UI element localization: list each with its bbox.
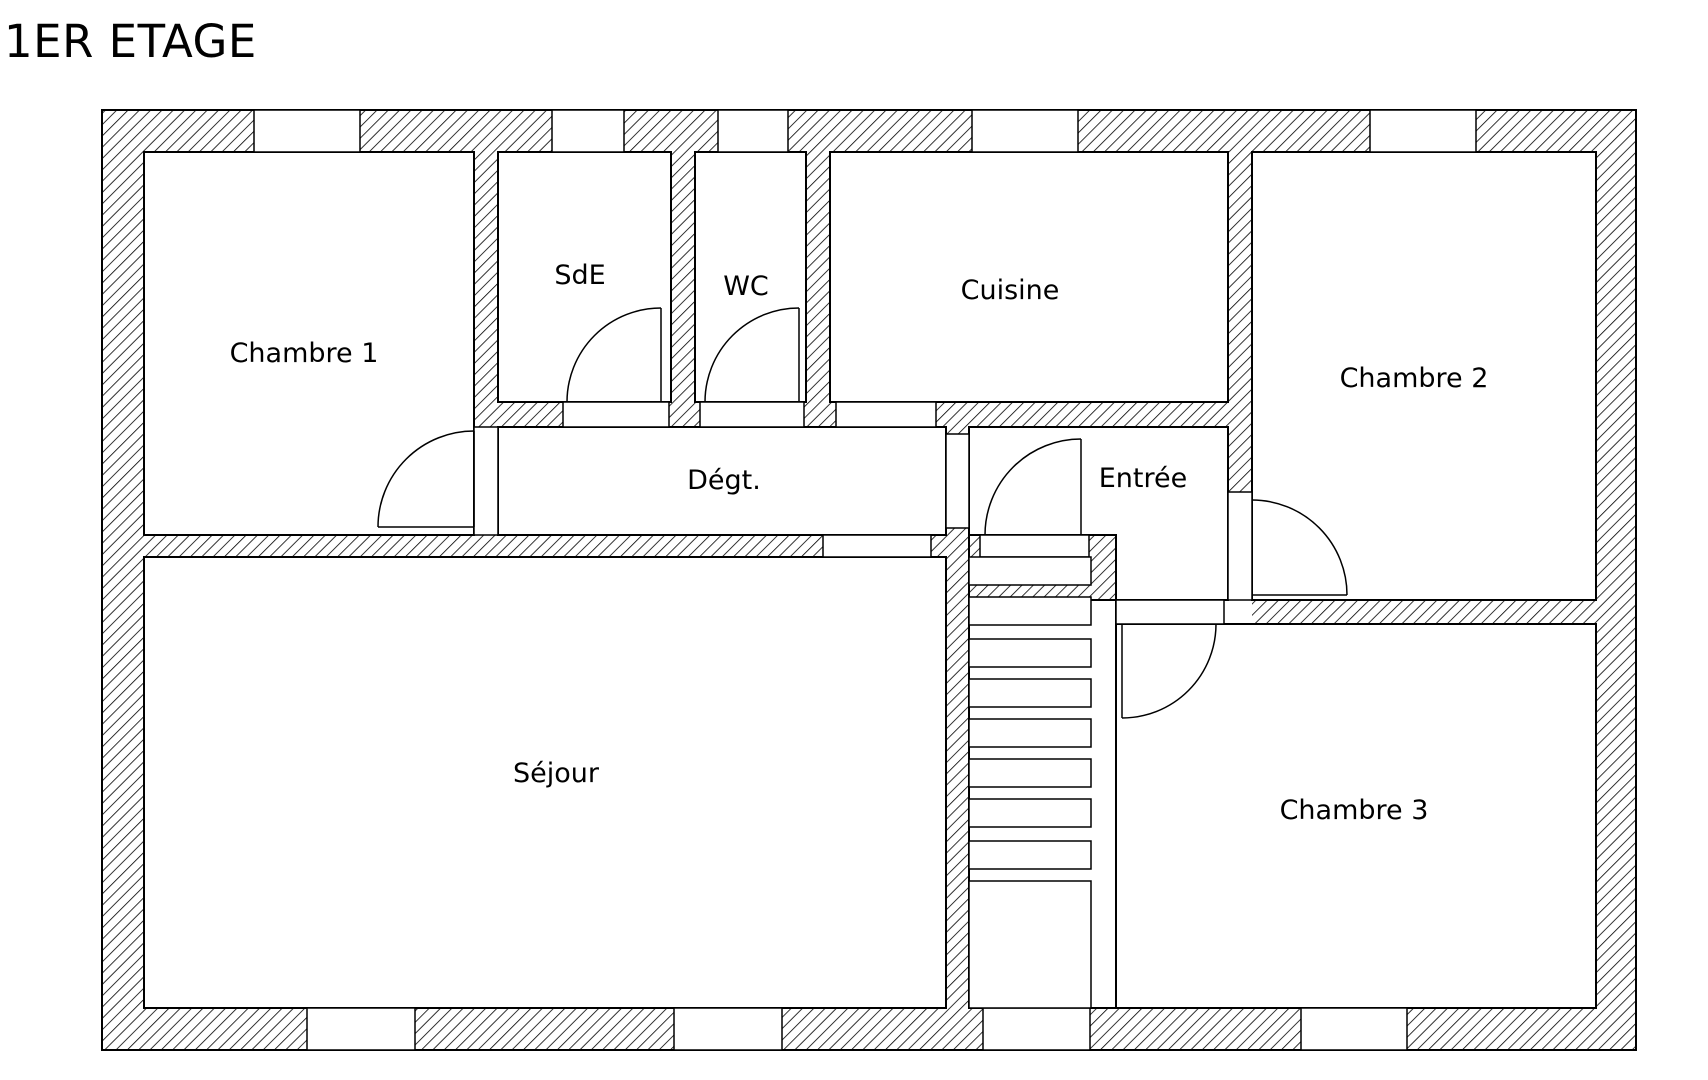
stair-tread xyxy=(968,840,1092,870)
window-chambre-2 xyxy=(1369,109,1477,153)
opening-chambre-1 xyxy=(473,426,499,536)
door-openings xyxy=(473,401,1253,625)
label-sejour: Séjour xyxy=(513,758,600,789)
windows xyxy=(253,109,1477,1051)
window-sejour-1 xyxy=(306,1007,416,1051)
stair-tread xyxy=(968,798,1092,828)
door-chambre-3 xyxy=(1121,623,1217,719)
window-wc xyxy=(717,109,789,153)
page-title: 1ER ETAGE xyxy=(4,15,257,68)
door-entree xyxy=(984,438,1082,536)
window-chambre-3 xyxy=(1300,1007,1408,1051)
outer-wall xyxy=(101,109,1637,1051)
room-sejour xyxy=(143,556,947,1009)
label-sde: SdE xyxy=(554,260,605,291)
label-chambre-3: Chambre 3 xyxy=(1280,795,1429,826)
stair-tread xyxy=(968,678,1092,708)
label-chambre-2: Chambre 2 xyxy=(1340,363,1489,394)
label-chambre-1: Chambre 1 xyxy=(230,338,379,369)
label-entree: Entrée xyxy=(1099,463,1188,494)
stair-tread xyxy=(968,596,1092,626)
stair-tread xyxy=(968,638,1092,668)
entry-opening-bottom xyxy=(982,1007,1091,1051)
window-sejour-2 xyxy=(673,1007,783,1051)
door-chambre-2 xyxy=(1251,499,1348,596)
opening-chambre-3 xyxy=(1115,599,1225,625)
label-cuisine: Cuisine xyxy=(961,275,1060,306)
window-cuisine xyxy=(971,109,1079,153)
room-outlines xyxy=(143,151,1597,1009)
label-degt: Dégt. xyxy=(687,465,761,496)
opening-entree-stairs xyxy=(979,534,1090,558)
opening-chambre-2 xyxy=(1227,491,1253,601)
stair-landing xyxy=(968,880,1092,1009)
stair-tread xyxy=(968,758,1092,788)
walls-hatched xyxy=(102,110,1636,1050)
door-chambre-1 xyxy=(377,430,475,528)
staircase xyxy=(968,556,1092,1009)
window-sde xyxy=(551,109,625,153)
label-wc: WC xyxy=(723,271,769,302)
opening-sde xyxy=(562,401,670,428)
stair-tread xyxy=(968,556,1092,586)
opening-degt-sejour xyxy=(822,534,932,558)
opening-wc xyxy=(699,401,805,428)
opening-degt-entree xyxy=(945,433,970,529)
room-labels: Chambre 1 SdE WC Cuisine Chambre 2 Dégt.… xyxy=(230,260,1489,826)
window-chambre-1 xyxy=(253,109,361,153)
opening-degt-cuisine xyxy=(835,401,937,428)
stair-tread xyxy=(968,718,1092,748)
door-sde xyxy=(566,307,662,403)
door-wc xyxy=(704,307,800,403)
